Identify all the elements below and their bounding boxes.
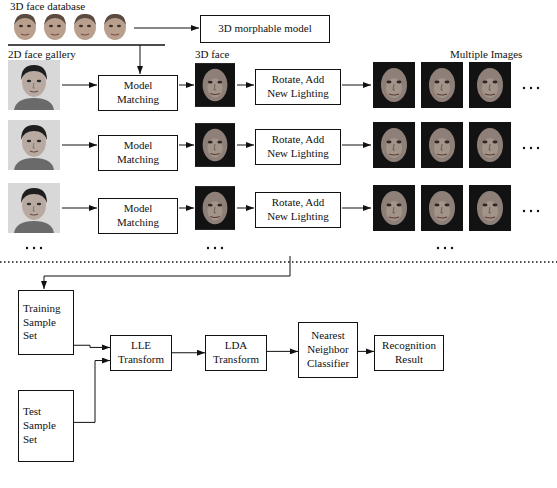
flow-connector [358,351,374,352]
box-label: 3D morphable model [205,22,325,36]
rendered-face [421,122,463,168]
section-label: Multiple Images [450,48,522,61]
flow-arrow [342,85,371,86]
process-box: Rotate, Add New Lighting [255,192,341,228]
process-box: Model Matching [98,135,178,171]
section-label: 3D face [195,48,230,61]
rendered-face [469,122,511,168]
box-label: Training Sample Set [23,302,69,343]
box-label: Nearest Neighbor Classifier [303,329,353,370]
flow-arrow [237,85,254,86]
process-box: Rotate, Add New Lighting [255,69,341,105]
face-head [104,14,126,40]
gallery-photo [8,183,60,233]
box-label: Rotate, Add New Lighting [260,196,336,224]
flow-connector [74,345,110,347]
flow-connector [172,352,205,353]
flow-arrow [140,45,141,74]
box-label: Rotate, Add New Lighting [260,73,336,101]
dotted-separator [0,261,557,263]
transform-box: LDA Transform [205,335,267,371]
ellipsis [523,87,539,89]
rendered-face [421,185,463,231]
ellipsis [26,247,453,249]
flow-arrow [62,85,97,86]
model-box: 3D morphable model [200,15,330,43]
result-box: Recognition Result [374,335,444,371]
flow-arrow [179,145,194,146]
face-3d [195,63,235,107]
database-faces [14,14,126,40]
box-label: LDA Transform [210,339,262,367]
face-head [44,14,66,40]
pipeline-row [8,120,539,170]
classifier-box: Nearest Neighbor Classifier [298,322,358,378]
rendered-face [421,62,463,108]
flow-arrow [342,208,371,209]
section-label: 3D face database [10,0,85,13]
face-3d [195,123,235,167]
face-head [74,14,96,40]
face-3d [195,186,235,230]
face-head [14,14,36,40]
flow-arrow [179,208,194,209]
flow-connector [267,351,298,352]
box-label: Model Matching [103,202,173,230]
rendered-face [469,62,511,108]
flow-arrow [237,145,254,146]
flow-connector [74,361,110,423]
gallery-photo [8,120,60,170]
rendered-face [373,122,415,168]
transform-box: LLE Transform [110,335,172,371]
pipeline-row [8,183,539,233]
underline [8,44,165,46]
flow-arrow [342,145,371,146]
rendered-face [469,185,511,231]
ellipsis [523,210,539,212]
section-label: 2D face gallery [8,48,76,61]
flow-arrow [62,145,97,146]
rendered-face [373,62,415,108]
flow-arrow [179,85,194,86]
box-label: Rotate, Add New Lighting [260,133,336,161]
box-label: LLE Transform [115,339,167,367]
flow-arrow [44,256,290,289]
gallery-photo [8,60,60,110]
process-box: Model Matching [98,75,178,111]
process-box: Model Matching [98,198,178,234]
box-label: Test Sample Set [23,405,69,446]
flow-arrow [134,28,199,29]
box-label: Recognition Result [379,339,439,367]
flow-arrow [62,208,97,209]
ellipsis [523,147,539,149]
data-set-box: Training Sample Set [18,290,74,355]
box-label: Model Matching [103,139,173,167]
pipeline-row [8,60,539,110]
process-box: Rotate, Add New Lighting [255,129,341,165]
flow-arrow [237,208,254,209]
data-set-box: Test Sample Set [18,390,74,462]
box-label: Model Matching [103,79,173,107]
rendered-face [373,185,415,231]
